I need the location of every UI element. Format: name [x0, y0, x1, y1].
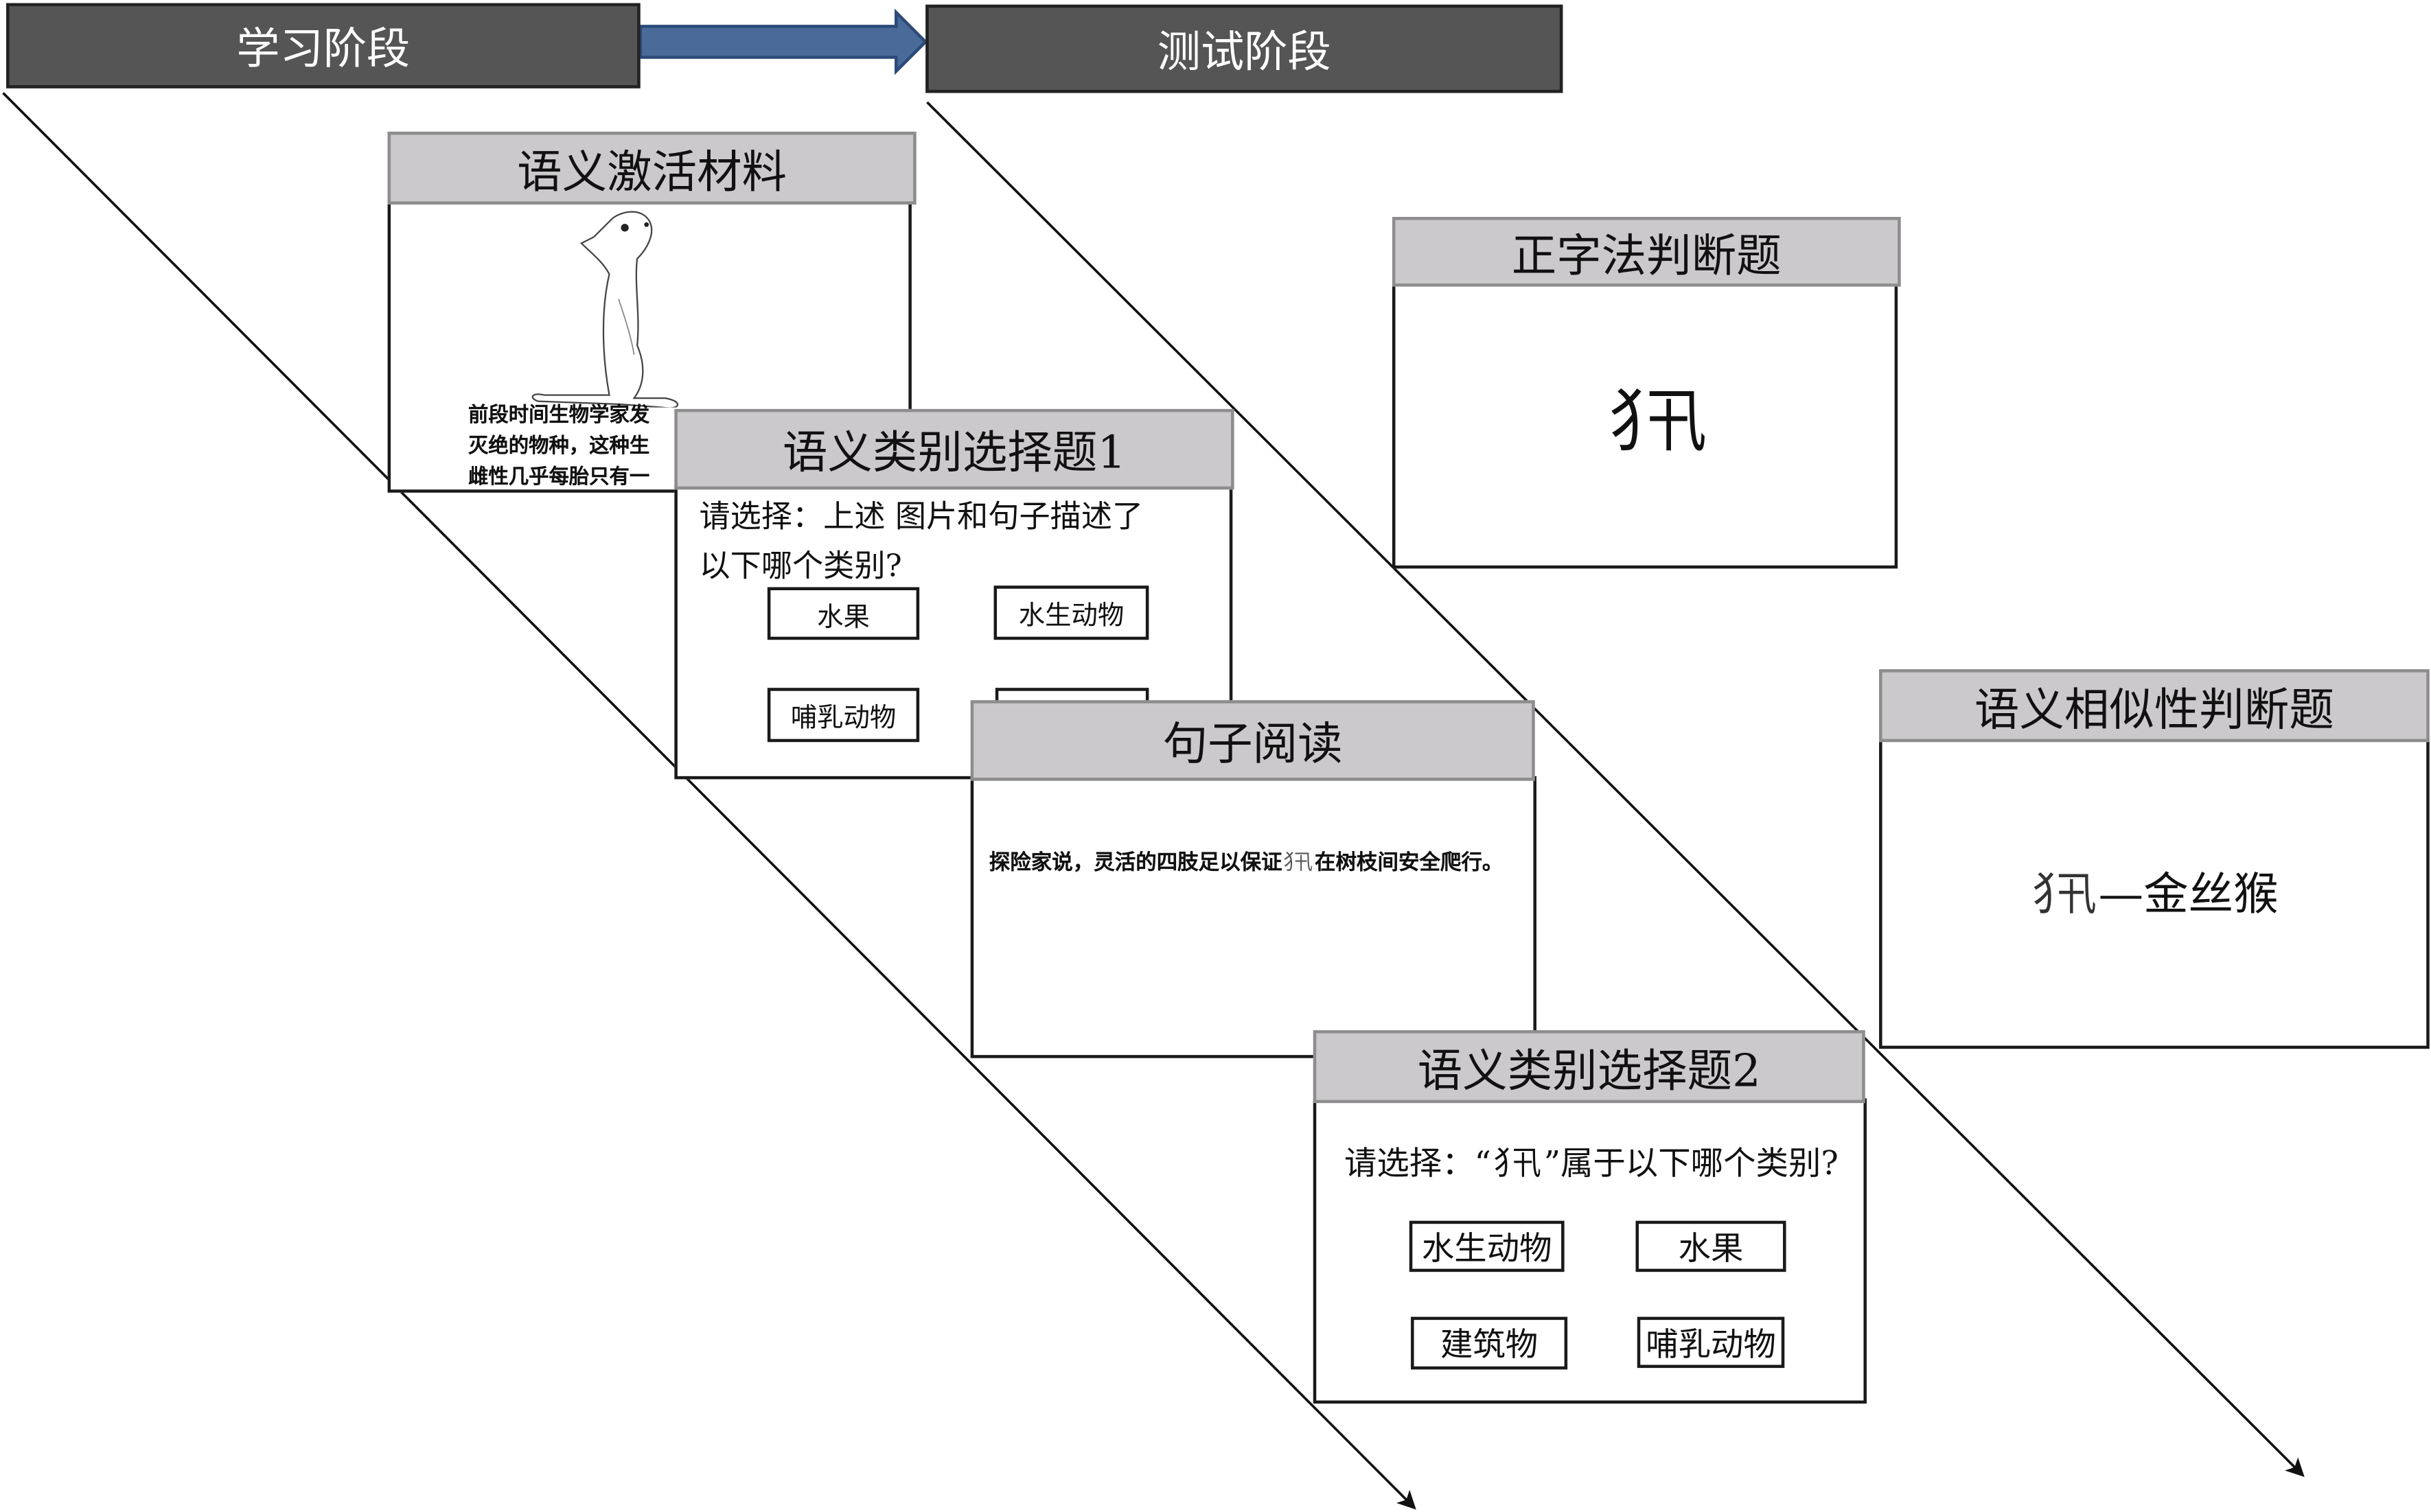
- option-fruit[interactable]: 水果: [767, 587, 920, 640]
- passage-line: 雌性几乎每胎只有一: [468, 466, 650, 490]
- option-fruit[interactable]: 水果: [1635, 1220, 1786, 1272]
- option-mammal[interactable]: 哺乳动物: [1637, 1316, 1785, 1369]
- stimulus-text: 犭卂: [1609, 382, 1706, 462]
- option-building[interactable]: 建筑物: [1411, 1316, 1568, 1370]
- activation-card-title: 语义激活材料: [387, 131, 917, 205]
- question-text: 请选择：上述 图片和句子描述了 以下哪个类别?: [699, 491, 1143, 590]
- target-pseudo-character: 犭卂: [1493, 1145, 1541, 1183]
- pair-dash: —: [2098, 868, 2144, 920]
- target-pseudo-character: 犭卂: [2033, 868, 2097, 920]
- phase-transition-arrow: [638, 8, 928, 75]
- passage-line: 前段时间生物学家发: [468, 404, 650, 428]
- learning-phase-label: 学习阶段: [6, 3, 641, 89]
- category-question-2-title: 语义类别选择题2: [1313, 1030, 1865, 1104]
- question-line: 以下哪个类别?: [699, 546, 902, 584]
- sentence-reading-title: 句子阅读: [970, 700, 1535, 781]
- option-aquatic-animal[interactable]: 水生动物: [1409, 1220, 1565, 1272]
- orthographic-judgment-title: 正字法判断题: [1392, 217, 1901, 287]
- question-suffix: ”属于以下哪个类别?: [1543, 1145, 1839, 1183]
- testing-phase-label: 测试阶段: [925, 4, 1563, 93]
- similarity-pair: 犭卂—金丝猴: [1882, 858, 2427, 923]
- option-aquatic-animal[interactable]: 水生动物: [993, 585, 1149, 640]
- activation-card: 前段时间生物学家发 灭绝的物种，这种生 雌性几乎每胎只有一: [387, 200, 912, 494]
- option-mammal[interactable]: 哺乳动物: [767, 688, 920, 743]
- target-pseudo-character: 犭卂: [1283, 850, 1313, 876]
- sentence-text: 探险家说，灵活的四肢足以保证犭卂在树枝间安全爬行。: [989, 844, 1503, 875]
- category-question-2-card: 请选择：“犭卂”属于以下哪个类别? 水生动物 水果 建筑物 哺乳动物: [1313, 1098, 1867, 1404]
- semantic-similarity-card: 犭卂—金丝猴: [1879, 737, 2430, 1049]
- question-prefix: 请选择：“: [1344, 1145, 1491, 1183]
- activation-passage: 前段时间生物学家发 灭绝的物种，这种生 雌性几乎每胎只有一: [468, 402, 649, 494]
- meerkat-illustration: [531, 211, 679, 408]
- sentence-before: 探险家说，灵活的四肢足以保证: [989, 850, 1282, 876]
- semantic-similarity-title: 语义相似性判断题: [1879, 669, 2430, 743]
- orthographic-judgment-card: 犭卂: [1392, 281, 1898, 569]
- sentence-reading-card: 探险家说，灵活的四肢足以保证犭卂在树枝间安全爬行。: [970, 776, 1536, 1058]
- pair-word: 金丝猴: [2143, 868, 2279, 920]
- stimulus-pseudo-character: 犭卂: [1395, 366, 1894, 465]
- testing-timeline-arrow: [926, 101, 2305, 1478]
- question-line: 请选择：上述 图片和句子描述了: [699, 497, 1144, 535]
- category-question-1-title: 语义类别选择题1: [674, 408, 1234, 490]
- question-text: 请选择：“犭卂”属于以下哪个类别?: [1344, 1139, 1839, 1185]
- learning-timeline-arrow: [2, 92, 1416, 1510]
- sentence-after: 在树枝间安全爬行。: [1315, 850, 1503, 876]
- passage-line: 灭绝的物种，这种生: [468, 435, 650, 459]
